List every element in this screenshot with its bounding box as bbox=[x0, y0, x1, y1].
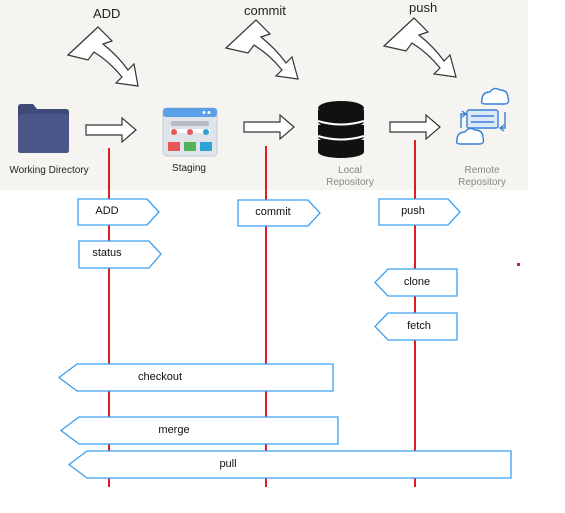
top-label-add: ADD bbox=[93, 6, 121, 21]
pull-command-label: pull bbox=[219, 458, 237, 470]
stage-label-working-directory: Working Directory bbox=[9, 165, 89, 176]
push-command-label: push bbox=[401, 205, 425, 217]
push-flag bbox=[378, 198, 461, 226]
remote-cloud-server-icon bbox=[455, 87, 510, 145]
checkout-command-label: checkout bbox=[137, 371, 183, 383]
add-curved-arrow bbox=[66, 26, 139, 87]
clone-command-label: clone bbox=[403, 276, 431, 288]
status-command-label: status bbox=[92, 247, 122, 259]
commit-curved-arrow bbox=[224, 19, 299, 80]
pull-flag bbox=[67, 450, 512, 479]
arrow-to-remote-repo bbox=[389, 113, 441, 141]
staging-window-icon bbox=[162, 107, 218, 157]
checkout-flag bbox=[57, 363, 334, 392]
arrow-to-local-repo bbox=[243, 113, 295, 141]
fetch-command-label: fetch bbox=[407, 320, 431, 332]
add-command-label: ADD bbox=[95, 205, 119, 217]
status-flag bbox=[78, 240, 162, 269]
stage-label-staging: Staging bbox=[172, 163, 206, 174]
clone-flag bbox=[374, 268, 458, 297]
push-curved-arrow bbox=[382, 17, 457, 78]
commit-command-label: commit bbox=[255, 206, 291, 218]
stage-label-remote-repository: Remote Repository bbox=[458, 165, 506, 188]
red-dot bbox=[517, 263, 520, 266]
add-flag bbox=[77, 198, 160, 226]
commit-flag bbox=[237, 199, 321, 227]
top-label-commit: commit bbox=[244, 3, 286, 18]
arrow-to-staging bbox=[85, 116, 137, 144]
top-label-push: push bbox=[409, 0, 438, 15]
fetch-flag bbox=[374, 312, 458, 341]
merge-command-label: merge bbox=[158, 424, 190, 436]
database-icon bbox=[317, 101, 365, 158]
folder-icon bbox=[18, 104, 69, 153]
stage-label-local-repository: Local Repository bbox=[326, 165, 374, 188]
merge-flag bbox=[59, 416, 339, 445]
